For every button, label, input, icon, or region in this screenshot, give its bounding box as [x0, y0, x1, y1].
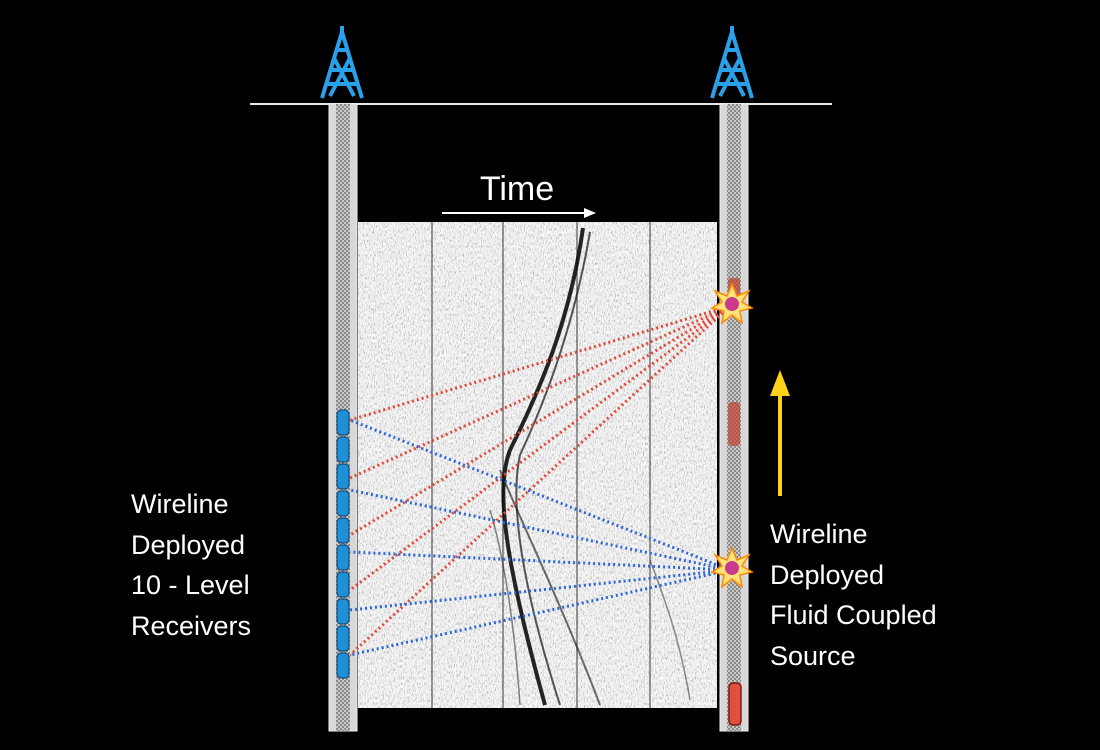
receiver-array	[336, 409, 350, 679]
converted-arrival-event	[499, 469, 601, 706]
reflected-arrival-event	[489, 509, 521, 706]
direct-arrival-event-2	[515, 231, 591, 706]
source-label: Wireline Deployed Fluid Coupled Source	[770, 519, 944, 671]
lower-source-ray-paths	[349, 418, 731, 657]
shot-burst-icon	[710, 546, 754, 589]
receiver-label: Wireline Deployed 10 - Level Receivers	[131, 489, 257, 641]
receiver-level	[336, 517, 350, 544]
shot-burst-icon	[710, 282, 754, 325]
receiver-level	[336, 409, 350, 436]
time-arrowhead	[584, 208, 596, 218]
receiver-level	[336, 625, 350, 652]
source-move-up-arrow	[770, 370, 790, 496]
receiver-level	[336, 490, 350, 517]
upper-source-ray-paths	[348, 304, 732, 657]
seismic-record-panel	[358, 222, 717, 708]
receiver-level	[336, 598, 350, 625]
receiver-level	[336, 544, 350, 571]
oil-derrick-icon	[710, 26, 754, 99]
direct-arrival-event	[501, 227, 585, 706]
source-tool	[728, 682, 742, 726]
receiver-level	[336, 463, 350, 490]
time-label: Time	[480, 170, 554, 208]
receiver-level	[336, 571, 350, 598]
oil-derrick-icon	[320, 26, 364, 99]
receiver-level	[336, 652, 350, 679]
receiver-level	[336, 436, 350, 463]
